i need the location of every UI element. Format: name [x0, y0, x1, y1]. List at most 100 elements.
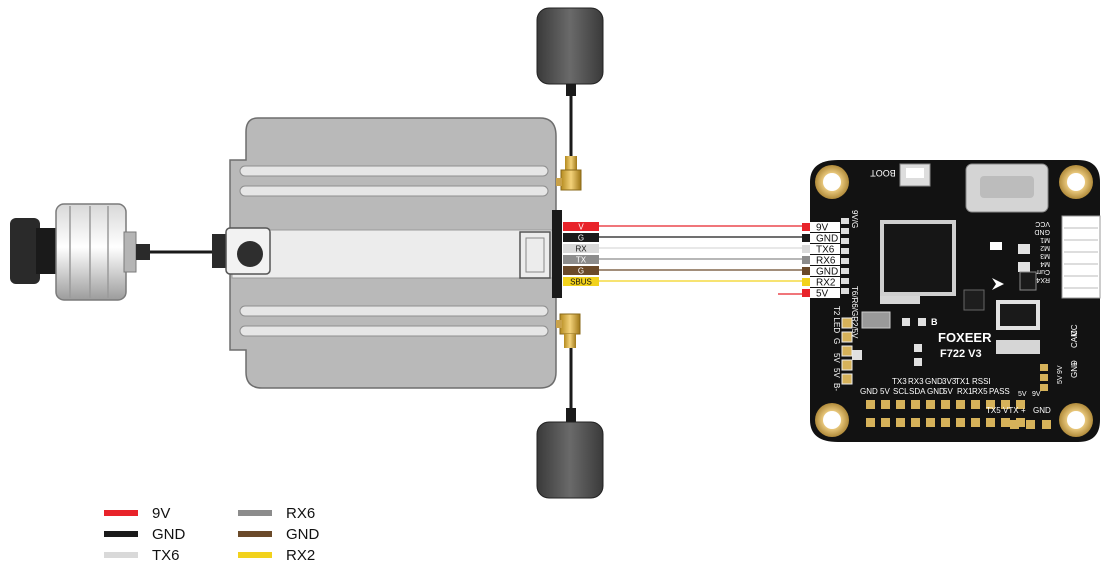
arrow-icon: [992, 278, 1004, 290]
bottom-solder-pad: [1010, 420, 1019, 429]
vtx-label: TX: [576, 256, 587, 265]
legend-label: 9V: [152, 504, 171, 522]
bottom-solder-pad: [926, 400, 935, 409]
fc-pad-label-bg: [810, 222, 840, 232]
right-solder-pad: [1040, 374, 1048, 381]
fc-bottom-pads: [866, 400, 1051, 429]
right-solder-pad: [1040, 384, 1048, 391]
fc-pad-label-bg: [810, 244, 840, 254]
fc-bottom-label: SCL: [893, 387, 909, 396]
legend-item: GND: [104, 525, 185, 543]
antenna-top: [536, 7, 604, 191]
bottom-solder-pad: [941, 400, 950, 409]
left-pad: [841, 228, 849, 234]
fc-pad-swatch: [802, 267, 810, 275]
fc-right-label: M2: [1040, 244, 1050, 251]
fc-bottom-label: 5V: [880, 387, 890, 396]
fc-right-mid-label: 9V: [1057, 365, 1064, 374]
left-solder-pad: [841, 345, 853, 357]
fc-bottom-label: GND: [860, 387, 878, 396]
legend-swatch: [104, 510, 138, 516]
fc-right-label: M3: [1040, 252, 1050, 259]
fc-bottom-label: 9V: [1032, 391, 1041, 398]
fc-bottom-label: TX1: [955, 377, 970, 386]
bottom-solder-pad: [971, 400, 980, 409]
bottom-solder-pad: [986, 400, 995, 409]
bottom-solder-pad: [1016, 418, 1025, 427]
vtx-label-bg: [563, 244, 599, 253]
bottom-solder-pad: [896, 400, 905, 409]
side-connector: [1061, 215, 1101, 299]
bottom-solder-pad: [866, 400, 875, 409]
fc-bottom-label: RX5: [972, 387, 988, 396]
fc-right-edge-label: CC: [1070, 324, 1079, 336]
fc-right-pads: [1040, 364, 1048, 391]
fc-left-label: 9V/G: [850, 210, 859, 228]
fc-right-label: Curr: [1036, 268, 1050, 275]
fc-bottom-label: GND: [927, 387, 945, 396]
fc-pad-label: 9V: [816, 223, 829, 234]
fc-pad-label: RX6: [816, 256, 836, 267]
legend-swatch: [238, 552, 272, 558]
fc-pad-label: GND: [816, 267, 838, 278]
bottom-solder-pad: [1001, 418, 1010, 427]
legend-item: RX2: [238, 546, 315, 564]
left-pad: [841, 288, 849, 294]
left-solder-pad: [841, 373, 853, 385]
fc-bottom-label: RX1: [957, 387, 973, 396]
vtx-label-bg: [563, 277, 599, 286]
vtx-label-bg: [563, 222, 599, 231]
fc-left-pads: [841, 218, 853, 385]
fc-b-label: B: [931, 317, 938, 327]
vtx-camera-port-hole: [237, 241, 263, 267]
legend-swatch: [238, 531, 272, 537]
bottom-solder-pad: [971, 418, 980, 427]
fc-bottom-label: RSSI: [972, 377, 991, 386]
fc-model: F722 V3: [940, 348, 982, 360]
boot-label: BOOT: [870, 168, 896, 178]
right-solder-pad: [1040, 364, 1048, 371]
fc-right-edge-label: +: [1070, 361, 1079, 366]
vtx-unit: [212, 117, 562, 389]
fc-bottom-label: TX3: [892, 377, 907, 386]
bottom-solder-pad: [1026, 420, 1035, 429]
legend-label: GND: [152, 525, 186, 543]
left-pad: [841, 248, 849, 254]
fc-pad-label-bg: [810, 277, 840, 287]
camera-body: [55, 203, 127, 301]
vtx-label-bg: [563, 255, 599, 264]
vtx-wire-connector: [552, 210, 562, 298]
fc-bottom-label: GND: [1033, 406, 1051, 415]
legend-item: 9V: [104, 504, 170, 522]
fc-bottom-label: TX5: [986, 406, 1001, 415]
camera-lens-front: [10, 218, 40, 284]
fc-pad-label-bg: [810, 266, 840, 276]
vtx-label: SBUS: [570, 278, 592, 287]
bottom-solder-pad: [1016, 400, 1025, 409]
vtx-label-bg: [563, 266, 599, 275]
fc-pad-swatch: [802, 245, 810, 253]
fc-right-edge-label: CAM: [1070, 330, 1079, 348]
left-pad: [841, 278, 849, 284]
fc-right-mid-label: 5V: [1057, 375, 1064, 384]
bottom-solder-pad: [1001, 400, 1010, 409]
fc-bottom-label: RX3: [908, 377, 924, 386]
left-pad: [841, 258, 849, 264]
fc-pad-swatch: [802, 234, 810, 242]
bottom-solder-pad: [881, 400, 890, 409]
fc-pad-label: TX6: [816, 245, 835, 256]
fc-right-label: RX4: [1036, 276, 1050, 283]
fc-bottom-label: GND: [925, 377, 943, 386]
fc-left-label: 5V: [832, 368, 841, 378]
fc-left-label: G: [832, 338, 841, 344]
fc-pad-swatch: [802, 278, 810, 286]
wires: [598, 225, 804, 295]
fc-pad-label-bg: [810, 255, 840, 265]
vtx-label: G: [578, 234, 584, 243]
fc-right-label: VCC: [1035, 220, 1050, 227]
fc-bottom-label: 3V3: [942, 377, 957, 386]
fc-bottom-label: 5V: [1018, 391, 1027, 398]
bottom-solder-pad: [956, 400, 965, 409]
